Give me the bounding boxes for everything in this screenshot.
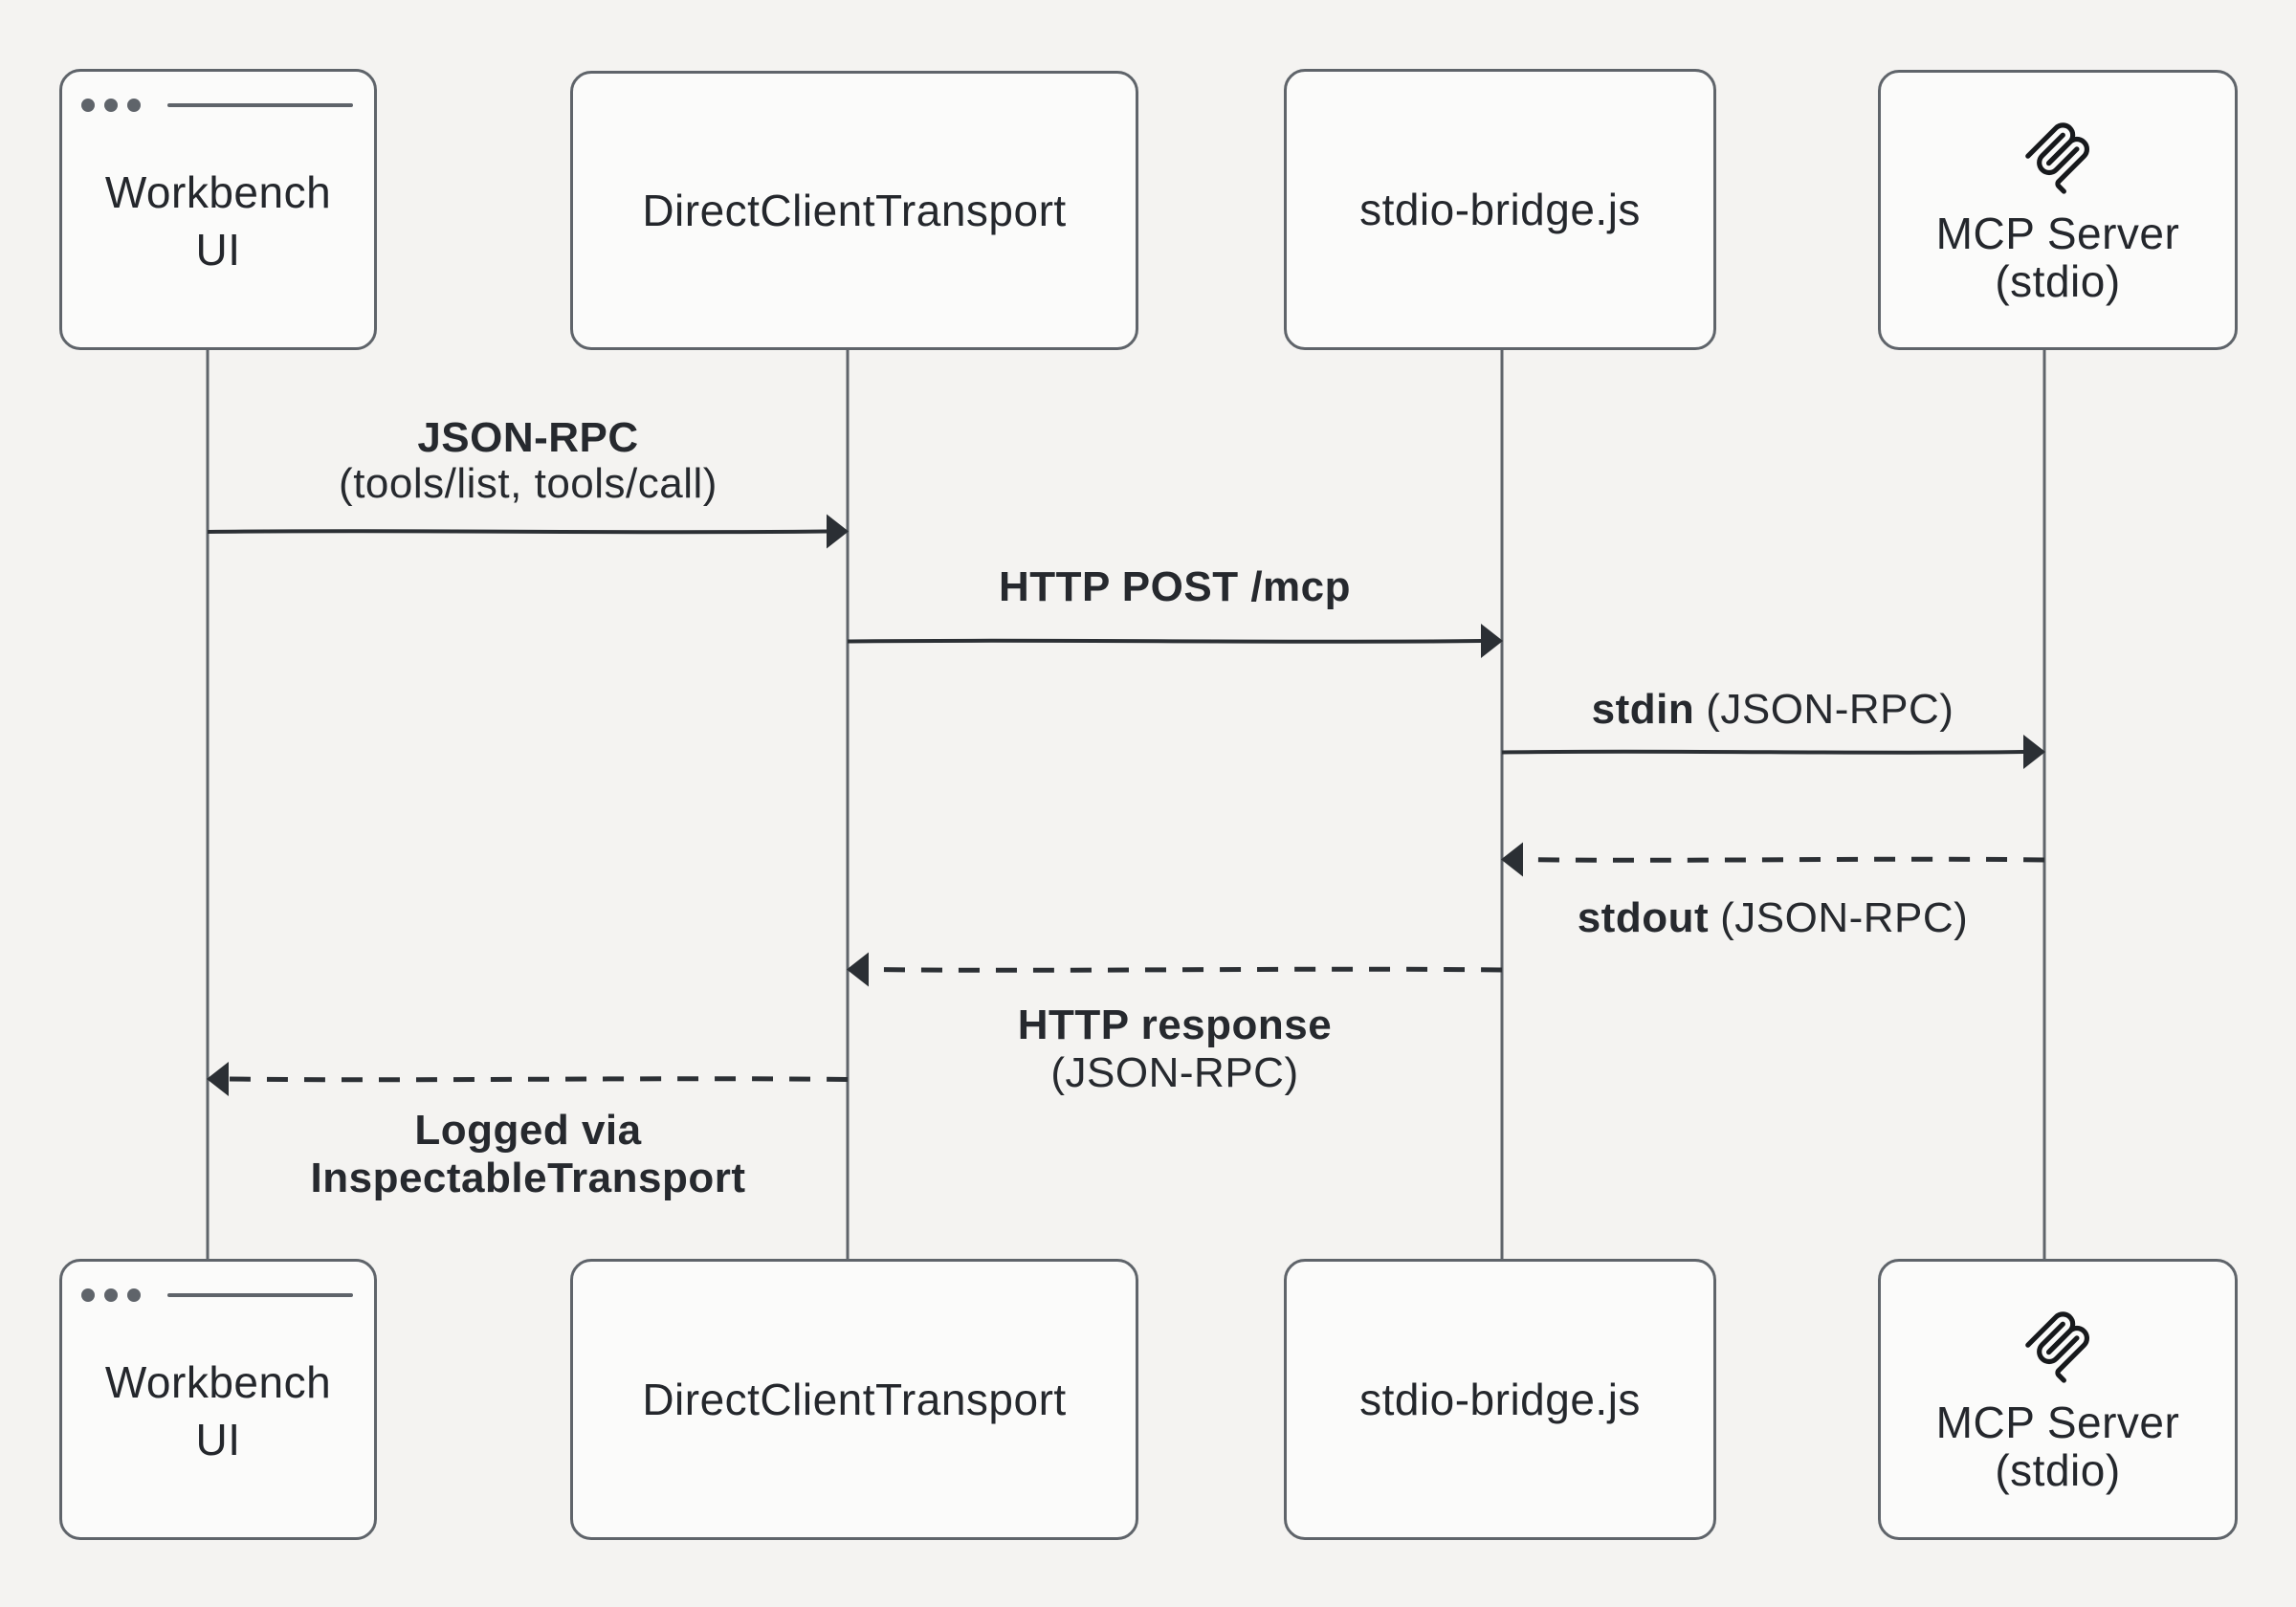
stdin-paren-text: (JSON-RPC) (1706, 686, 1954, 733)
arrowhead-http-response (847, 952, 869, 987)
stdout-bold-text: stdout (1577, 894, 1710, 941)
participant-label: Workbench (104, 1357, 332, 1407)
participant-label: stdio-bridge.js (1359, 1375, 1641, 1424)
arrowhead-json-rpc (827, 514, 849, 549)
arrowhead-stdout (1501, 842, 1523, 877)
window-dot-icon (127, 1288, 141, 1302)
participant-mcp-server-bottom: MCP Server (stdio) (1878, 1259, 2238, 1540)
participant-workbench-ui-top: Workbench UI (59, 69, 377, 350)
message-label-logged-via: Logged via (414, 1107, 642, 1154)
mcp-logo-icon (2018, 116, 2098, 196)
participant-direct-client-transport-top: DirectClientTransport (570, 71, 1138, 350)
participant-label: MCP Server (1935, 1398, 2180, 1447)
message-label-http-response: HTTP response (1017, 1002, 1333, 1048)
arrow-stdin (1501, 749, 2024, 755)
browser-chrome (81, 1288, 353, 1303)
window-dot-icon (81, 99, 95, 112)
message-label-inspectable-transport: InspectableTransport (310, 1155, 746, 1201)
participant-label: Workbench (104, 167, 332, 217)
arrow-logged (228, 1076, 849, 1083)
message-label-stdout: stdout(JSON-RPC) (1578, 897, 1969, 939)
browser-chrome (81, 98, 353, 113)
mcp-logo-icon (2018, 1305, 2098, 1385)
message-sublabel-json-rpc: (tools/list, tools/call) (339, 460, 718, 507)
participant-label: UI (195, 225, 241, 275)
participant-label: DirectClientTransport (642, 186, 1067, 235)
arrowhead-stdin (2023, 735, 2045, 769)
address-bar-line (167, 103, 353, 107)
message-sublabel-http-response: (JSON-RPC) (1050, 1049, 1299, 1096)
arrow-http-response (868, 966, 1503, 973)
stdout-paren-text: (JSON-RPC) (1720, 894, 1969, 941)
participant-label: UI (195, 1415, 241, 1464)
arrowhead-http-post (1481, 624, 1503, 658)
message-label-stdin: stdin(JSON-RPC) (1592, 689, 1954, 731)
arrow-http-post (847, 638, 1482, 644)
arrow-stdout (1522, 856, 2045, 863)
address-bar-line (167, 1293, 353, 1297)
participant-stdio-bridge-bottom: stdio-bridge.js (1284, 1259, 1716, 1540)
participant-mcp-server-top: MCP Server (stdio) (1878, 70, 2238, 350)
participant-label: (stdio) (1995, 255, 2121, 306)
participant-label: (stdio) (1995, 1445, 2121, 1495)
participant-label: DirectClientTransport (642, 1375, 1067, 1424)
participant-workbench-ui-bottom: Workbench UI (59, 1259, 377, 1540)
message-label-http-post: HTTP POST /mcp (998, 563, 1352, 610)
message-label-json-rpc: JSON-RPC (417, 414, 639, 461)
participant-stdio-bridge-top: stdio-bridge.js (1284, 69, 1716, 350)
window-dot-icon (81, 1288, 95, 1302)
window-dot-icon (104, 99, 118, 112)
arrow-json-rpc (207, 529, 828, 535)
participant-label: MCP Server (1935, 208, 2180, 258)
participant-direct-client-transport-bottom: DirectClientTransport (570, 1259, 1138, 1540)
window-dot-icon (127, 99, 141, 112)
window-dot-icon (104, 1288, 118, 1302)
arrowhead-logged (207, 1062, 229, 1096)
participant-label: stdio-bridge.js (1359, 185, 1641, 234)
stdin-bold-text: stdin (1591, 686, 1695, 733)
